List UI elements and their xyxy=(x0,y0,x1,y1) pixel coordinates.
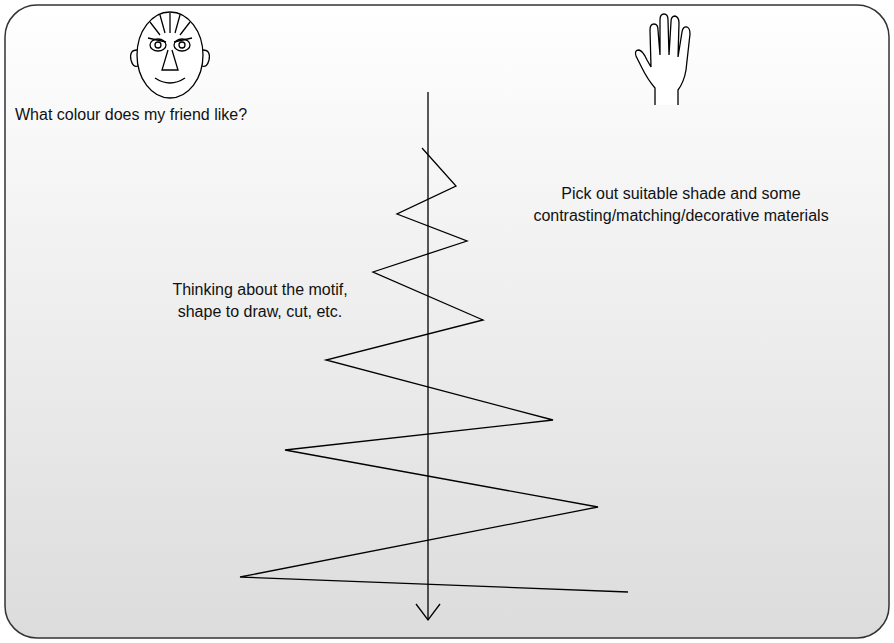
question-label: What colour does my friend like? xyxy=(15,104,395,126)
hand-icon xyxy=(635,14,690,105)
action-label: Pick out suitable shade and some contras… xyxy=(491,183,871,227)
frame xyxy=(5,5,889,638)
zigzag-arrow xyxy=(240,92,628,620)
face-icon xyxy=(131,12,210,98)
thought-label: Thinking about the motif, shape to draw,… xyxy=(150,279,370,323)
